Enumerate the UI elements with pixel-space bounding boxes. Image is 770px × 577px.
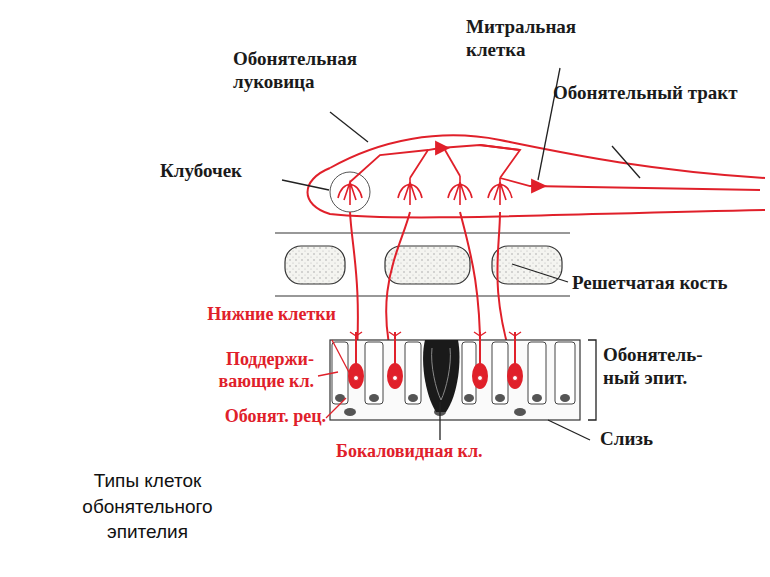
glomerulus-label: Клубочек — [160, 160, 290, 183]
receptor-cells — [349, 332, 522, 388]
glomeruli — [330, 172, 512, 212]
olfactory-epithelium — [330, 332, 580, 420]
olfactory-bulb — [308, 135, 766, 217]
goblet-cell — [423, 340, 459, 412]
tract-label: Обонятельный тракт — [553, 82, 768, 105]
receptor-label: Обонят. рец. — [166, 406, 326, 428]
ethmoid-bone — [275, 233, 570, 296]
mitral-cell-label: Митральная клетка — [466, 16, 636, 62]
goblet-cell-label: Бокаловидная кл. — [336, 441, 566, 463]
bulb-label: Обонятельная луковица — [233, 48, 433, 94]
caption: Типы клеток обонятельного эпителия — [40, 468, 255, 545]
ethmoid-label: Решетчатая кость — [572, 272, 747, 295]
basal-cells-label: Нижние клетки — [196, 304, 336, 326]
leader-lines — [282, 68, 640, 440]
supporting-cells-label: Поддержи-вающие кл. — [162, 349, 314, 392]
mucus-label: Слизь — [600, 428, 700, 451]
mitral-cells — [350, 142, 760, 192]
epithelium-label: Обонятель-ный эпит. — [603, 344, 728, 390]
